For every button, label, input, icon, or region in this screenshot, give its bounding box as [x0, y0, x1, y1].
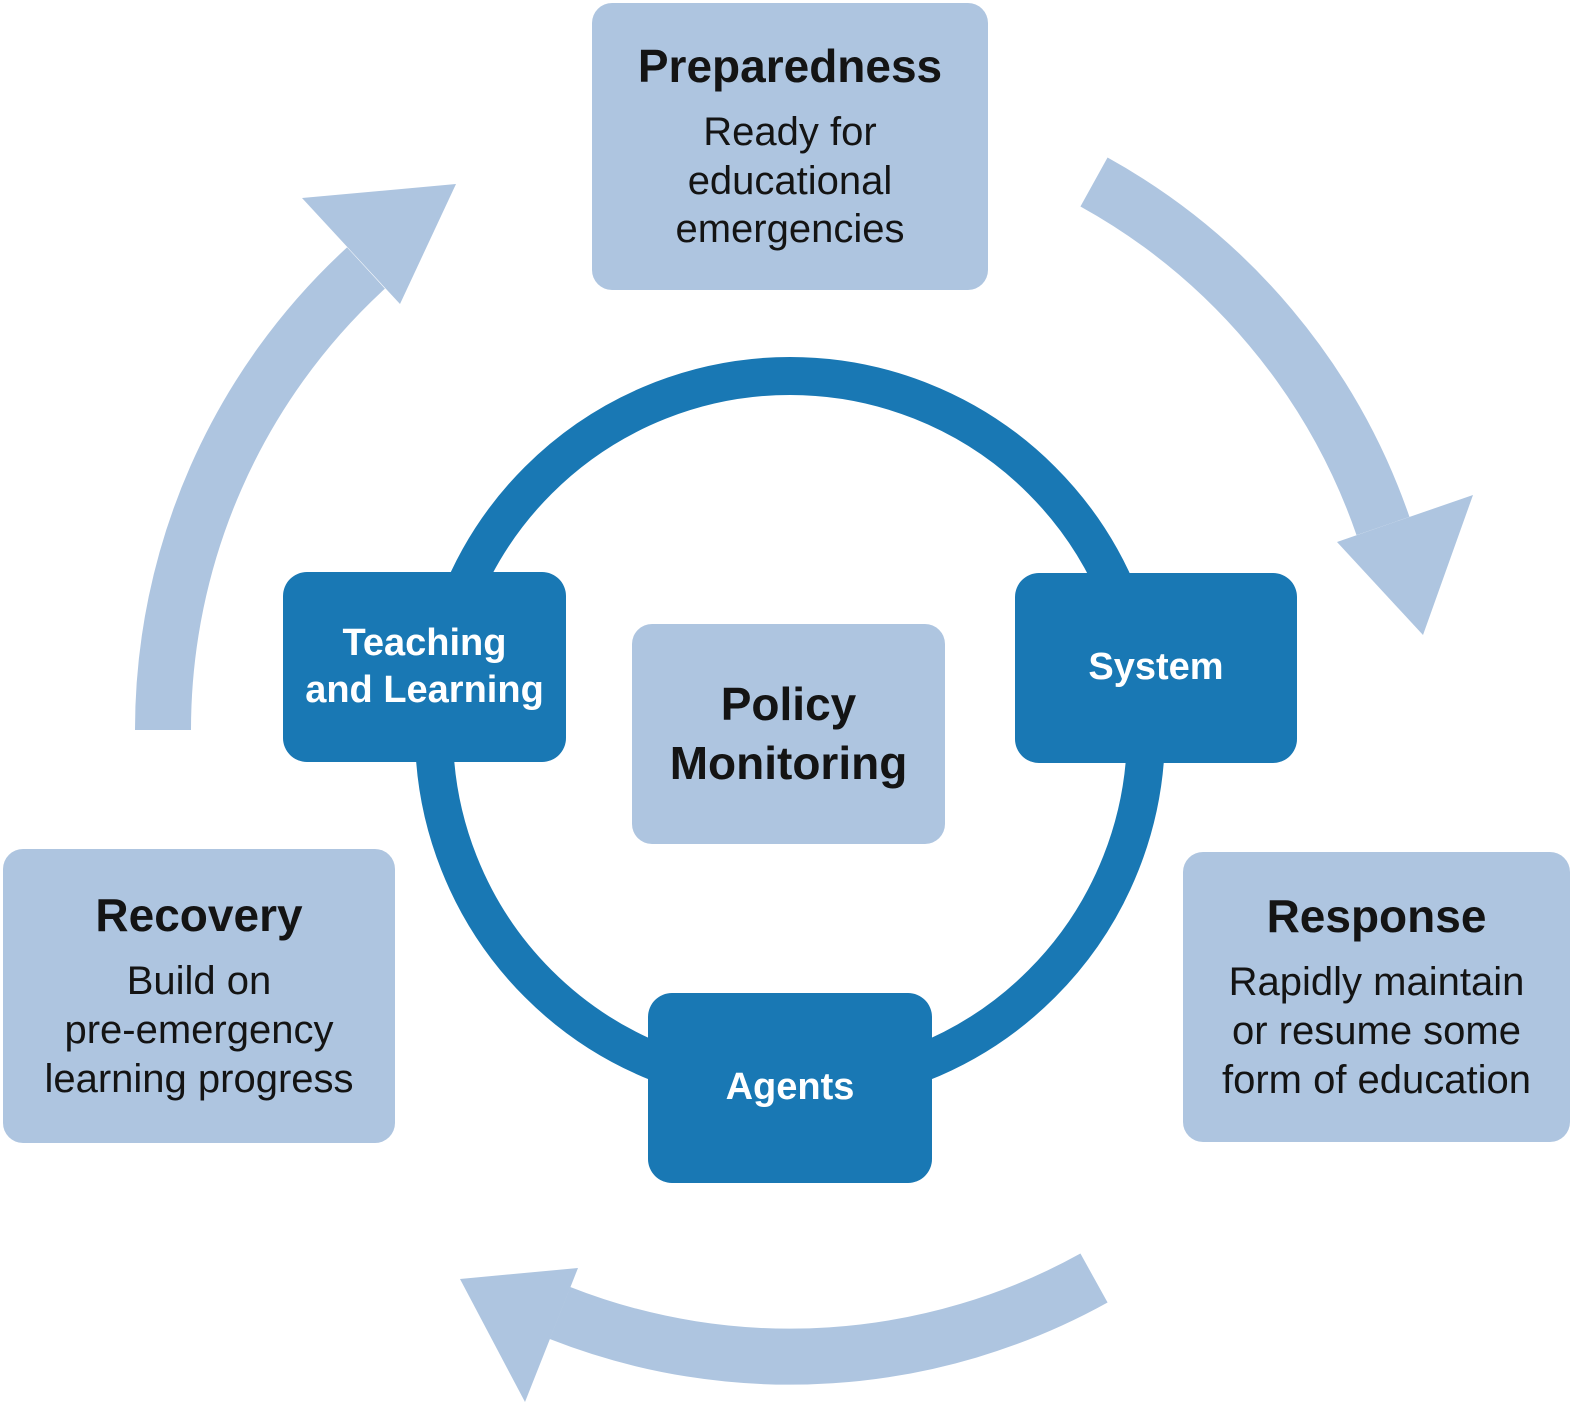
stage-desc-line: form of education: [1221, 1057, 1532, 1102]
stage-desc-line: educational: [687, 158, 893, 203]
node-agents-label: Agents: [725, 1066, 855, 1109]
stage-desc-line: or resume some: [1232, 1009, 1521, 1054]
arrow-bottom-left: [460, 1253, 1108, 1402]
stage-desc-line: learning progress: [44, 1056, 354, 1101]
arrow-bottom-left-head-icon: [460, 1268, 578, 1402]
node-system: System: [1015, 573, 1297, 763]
stage-desc-line: Ready for: [703, 109, 877, 154]
node-system-label: System: [1088, 646, 1224, 689]
node-teaching-and-learning-label: Teaching and Learning: [305, 620, 544, 715]
arrow-left-up-body: [135, 247, 385, 731]
stage-title-preparedness: Preparedness: [637, 39, 943, 92]
center-policy-monitoring-box: Policy Monitoring: [632, 624, 945, 844]
node-label-line: Teaching: [342, 621, 507, 664]
arrow-top-right: [1080, 157, 1473, 635]
stage-description-recovery: Build on pre-emergency learning progress: [44, 957, 353, 1103]
stage-title-recovery: Recovery: [95, 889, 303, 942]
center-policy-monitoring-label: Policy Monitoring: [670, 675, 908, 793]
stage-desc-line: pre-emergency: [64, 1008, 334, 1053]
stage-title-response: Response: [1266, 890, 1487, 943]
stage-description-preparedness: Ready for educational emergencies: [675, 108, 904, 254]
stage-box-response: Response Rapidly maintain or resume some…: [1183, 852, 1570, 1142]
node-label-line: and Learning: [305, 669, 544, 711]
node-teaching-and-learning: Teaching and Learning: [283, 572, 566, 762]
stage-desc-line: Build on: [126, 959, 272, 1004]
arrow-top-right-body: [1080, 157, 1410, 536]
stage-desc-line: emergencies: [675, 207, 905, 252]
stage-box-preparedness: Preparedness Ready for educational emerg…: [592, 3, 988, 290]
arrow-left-up-head-icon: [302, 184, 456, 304]
stage-description-response: Rapidly maintain or resume some form of …: [1222, 958, 1531, 1104]
arrow-bottom-left-body: [549, 1253, 1108, 1385]
node-agents: Agents: [648, 993, 932, 1183]
stage-box-recovery: Recovery Build on pre-emergency learning…: [3, 849, 395, 1143]
arrow-left-up: [135, 184, 456, 731]
stage-desc-line: Rapidly maintain: [1228, 960, 1525, 1005]
policy-label-line: Monitoring: [669, 737, 908, 789]
policy-label-line: Policy: [720, 678, 857, 731]
arrow-top-right-head-icon: [1337, 495, 1473, 635]
